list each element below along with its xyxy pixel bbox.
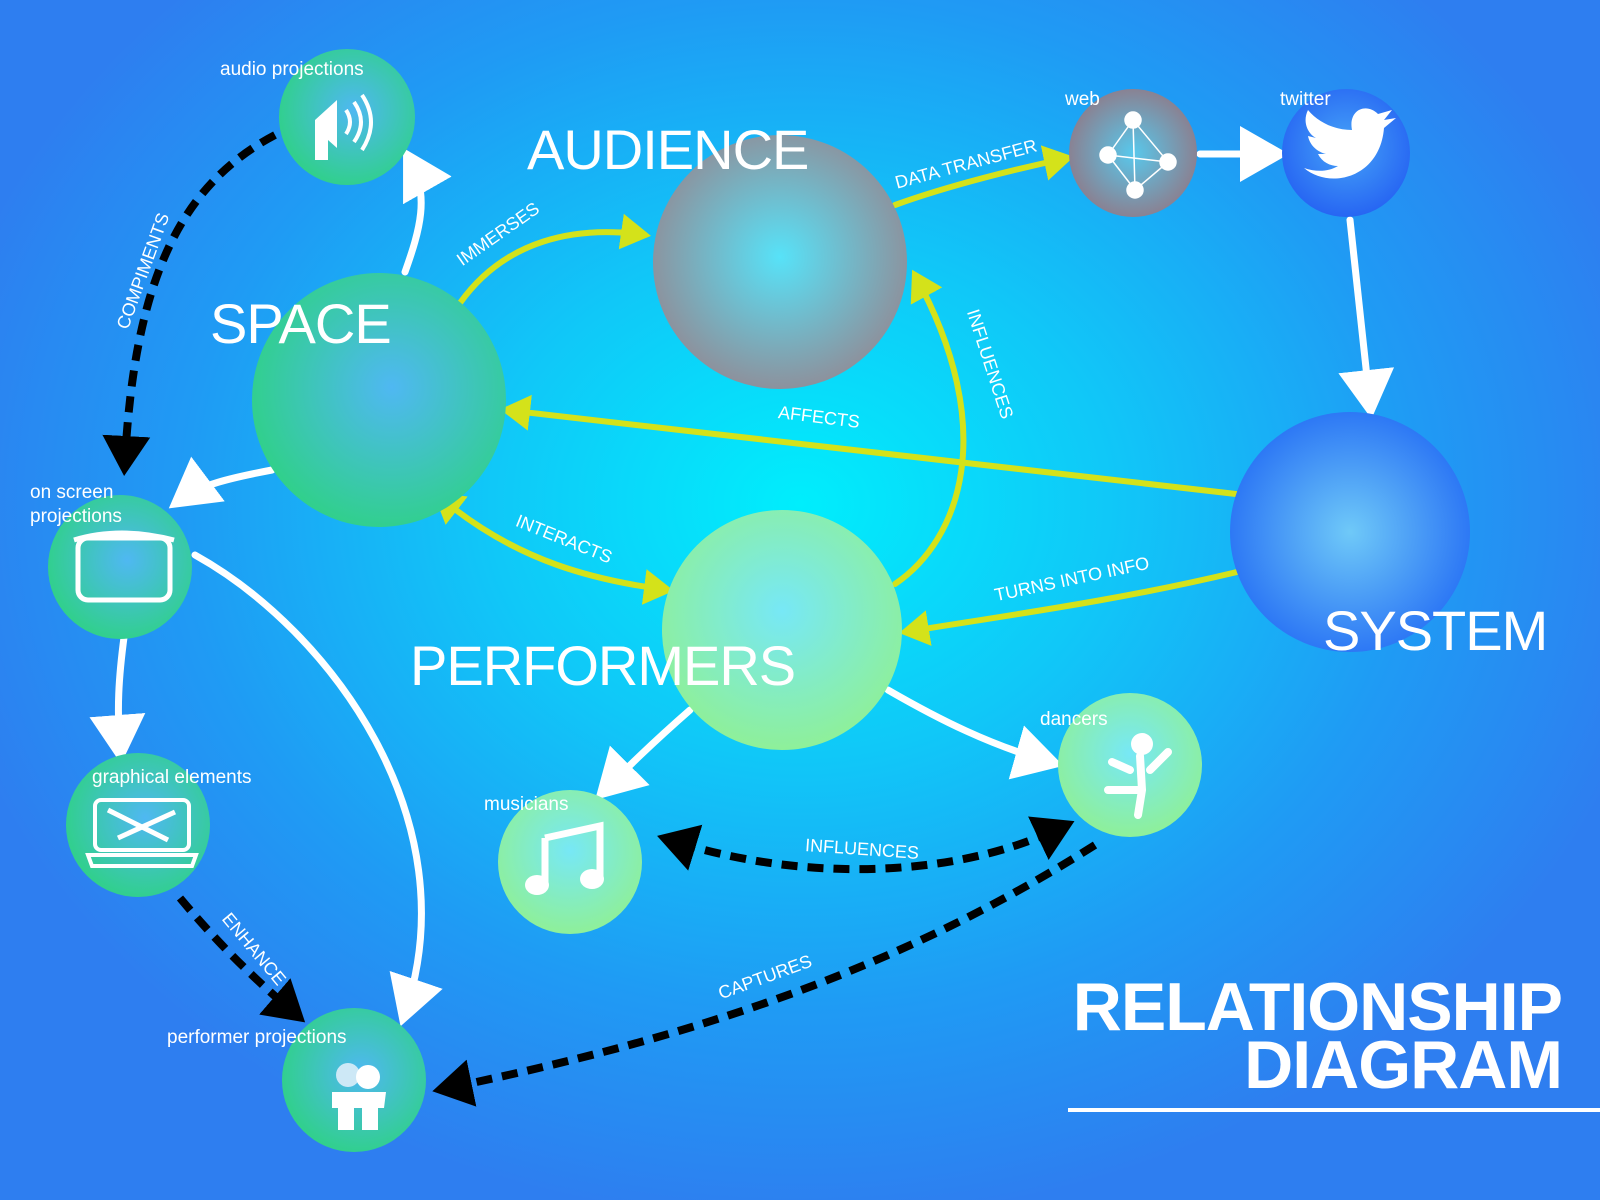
speaker-icon bbox=[315, 93, 373, 160]
on-screen-projections-node bbox=[48, 495, 192, 639]
on-screen-projections-label-2: projections bbox=[30, 506, 122, 527]
twitter-bird-icon bbox=[1304, 108, 1396, 179]
arrow-data-transfer bbox=[892, 145, 1074, 208]
arrow-performers-dancers bbox=[884, 686, 1064, 780]
network-icon bbox=[1099, 111, 1177, 199]
title-line-2: DIAGRAM bbox=[1244, 1027, 1563, 1103]
audience-label: AUDIENCE bbox=[527, 118, 809, 181]
audio-projections-label: audio projections bbox=[220, 59, 364, 80]
on-screen-projections-label-1: on screen bbox=[30, 482, 114, 503]
web-label: web bbox=[1065, 89, 1100, 110]
dancers-label: dancers bbox=[1040, 709, 1108, 730]
twitter-label: twitter bbox=[1280, 89, 1331, 110]
screen-icon bbox=[73, 530, 175, 603]
arrow-immerses bbox=[457, 213, 651, 306]
arrow-turns-into-info bbox=[899, 569, 1240, 646]
arrow-twitter-system bbox=[1338, 216, 1395, 419]
audio-projections-node bbox=[279, 49, 415, 185]
arrow-interacts bbox=[433, 492, 674, 605]
arrow-compliments bbox=[102, 131, 277, 476]
arrow-performers-musicians bbox=[595, 706, 694, 800]
performers-label: PERFORMERS bbox=[410, 634, 796, 697]
musicians-label: musicians bbox=[484, 794, 569, 815]
arrow-influences-dancers bbox=[657, 816, 1075, 874]
arrow-affects bbox=[500, 394, 1239, 497]
musicians-node bbox=[498, 790, 642, 934]
graphical-elements-label: graphical elements bbox=[92, 767, 252, 788]
title-underline bbox=[1068, 1108, 1600, 1112]
music-note-icon bbox=[525, 821, 604, 895]
people-icon bbox=[332, 1063, 386, 1130]
diagram-title: RELATIONSHIP DIAGRAM bbox=[1072, 969, 1563, 1103]
audience-node bbox=[653, 135, 907, 389]
arrow-captures bbox=[432, 841, 1098, 1107]
space-label: SPACE bbox=[210, 292, 392, 355]
performer-projections-label: performer projections bbox=[167, 1027, 347, 1048]
arrow-onscreen-graphical bbox=[89, 626, 146, 764]
performers-node bbox=[662, 510, 902, 750]
system-label: SYSTEM bbox=[1323, 599, 1548, 662]
dancers-node bbox=[1058, 693, 1202, 837]
laptop-icon bbox=[85, 798, 199, 868]
arrow-space-audio bbox=[401, 147, 452, 276]
arrow-space-onscreen bbox=[168, 456, 276, 509]
arrow-onscreen-performerproj bbox=[191, 551, 443, 1027]
web-node bbox=[1069, 89, 1197, 217]
dancer-icon bbox=[1104, 733, 1172, 819]
system-node bbox=[1230, 412, 1470, 652]
space-node bbox=[252, 273, 506, 527]
arrow-enhance bbox=[176, 895, 306, 1023]
arrow-influences-audience bbox=[892, 269, 967, 587]
title-line-1: RELATIONSHIP bbox=[1072, 969, 1563, 1045]
